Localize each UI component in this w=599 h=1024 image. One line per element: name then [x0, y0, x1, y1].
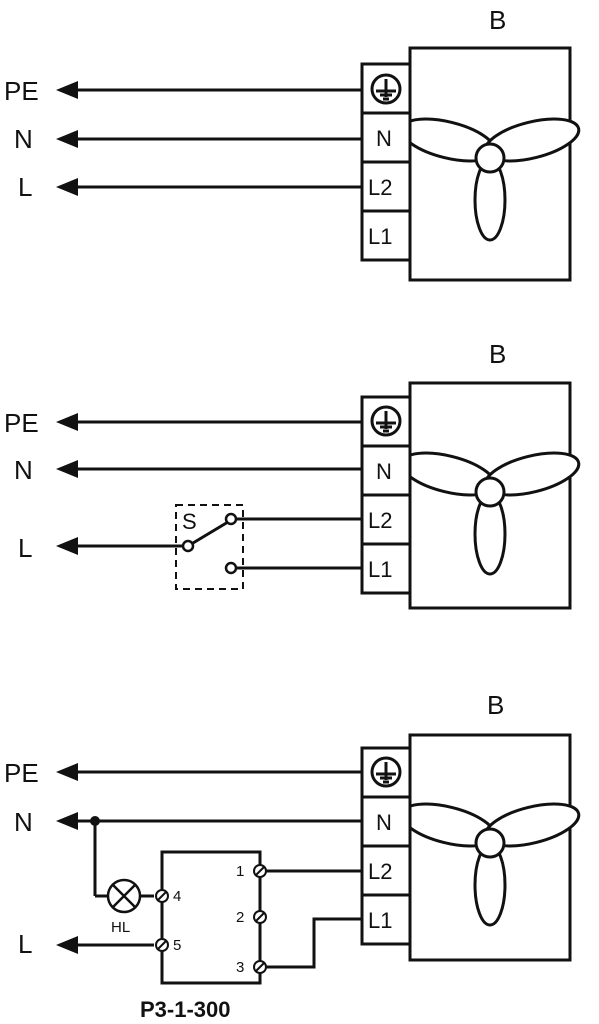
arrow-l-icon [56, 178, 78, 196]
controller-terminal-3: 3 [236, 959, 244, 976]
screw-terminal-3-icon [253, 960, 267, 974]
arrow-pe-icon [56, 763, 78, 781]
screw-terminal-2-icon [253, 910, 267, 924]
wire-3-to-l1 [266, 917, 362, 969]
switch-label: S [182, 509, 197, 534]
controller-terminal-2: 2 [236, 909, 244, 926]
screw-terminal-5-icon [155, 938, 169, 952]
switch-housing [175, 504, 244, 590]
screw-terminal-1-icon [253, 864, 267, 878]
arrow-pe-icon [56, 81, 78, 99]
terminal-l2: L2 [368, 175, 392, 200]
line-l-label: L [18, 172, 32, 202]
lamp-label: HL [111, 919, 130, 936]
terminal-n: N [376, 810, 392, 835]
line-n-label: N [14, 124, 33, 154]
diagram-panel-3: B N L2 L1 PE N L HL [4, 690, 585, 1022]
arrow-n-icon [56, 130, 78, 148]
switch-s: S [175, 504, 244, 590]
arrow-pe-icon [56, 413, 78, 431]
controller-terminal-1: 1 [236, 863, 244, 880]
fan-label: B [487, 690, 504, 720]
line-pe-label: PE [4, 758, 39, 788]
line-l-label: L [18, 929, 32, 959]
controller-name: P3-1-300 [140, 997, 231, 1022]
arrow-l-icon [56, 537, 78, 555]
diagram-panel-2: B N L2 L1 PE N L S [4, 339, 585, 610]
terminal-l1: L1 [368, 224, 392, 249]
controller-terminal-5: 5 [173, 937, 181, 954]
lamp-hl: HL [106, 878, 142, 936]
terminal-l2: L2 [368, 508, 392, 533]
screw-terminal-4-icon [155, 889, 169, 903]
line-n-label: N [14, 807, 33, 837]
fan-label: B [489, 339, 506, 369]
arrow-n-icon [56, 460, 78, 478]
line-n-label: N [14, 455, 33, 485]
terminal-l1: L1 [368, 908, 392, 933]
arrow-n-icon [56, 812, 78, 830]
line-l-label: L [18, 533, 32, 563]
line-pe-label: PE [4, 76, 39, 106]
diagram-panel-1: B N L2 L1 PE N L [4, 5, 585, 282]
terminal-l1: L1 [368, 557, 392, 582]
terminal-n: N [376, 126, 392, 151]
terminal-n: N [376, 459, 392, 484]
fan-label: B [489, 5, 506, 35]
controller-housing [160, 850, 262, 985]
controller-terminal-4: 4 [173, 888, 181, 905]
terminal-l2: L2 [368, 859, 392, 884]
arrow-l-icon [56, 936, 78, 954]
line-pe-label: PE [4, 408, 39, 438]
controller-p3-1-300: 1 2 3 4 5 P3-1-300 [140, 850, 267, 1022]
